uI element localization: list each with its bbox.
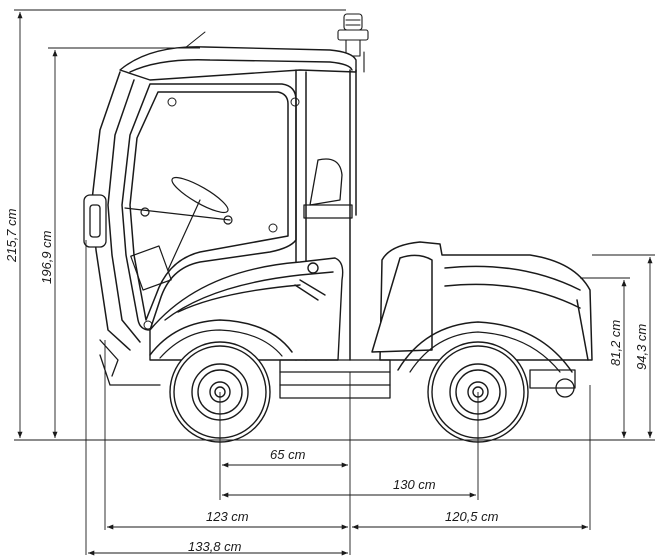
rear-fender [397, 321, 573, 373]
rear-height-label: 94,3 cm [634, 324, 649, 370]
side-mirror [83, 194, 107, 248]
hood-height-label: 81,2 cm [608, 320, 623, 366]
beacon-light [337, 13, 369, 73]
overall-height-label: 215,7 cm [4, 208, 19, 263]
rear-length-label: 120,5 cm [445, 509, 499, 524]
front-overhang-label: 133,8 cm [188, 539, 242, 554]
chassis [99, 339, 576, 399]
front-fender [149, 319, 293, 356]
cab-roof [119, 46, 357, 81]
tractor-illustration [83, 13, 593, 443]
wheelbase-label: 130 cm [393, 477, 436, 492]
cab-height-label: 196,9 cm [39, 230, 54, 284]
front-axle-label: 65 cm [270, 447, 306, 462]
seat [303, 158, 353, 219]
dimension-lines [14, 9, 655, 556]
cab-bolts [143, 97, 300, 330]
rear-hood [371, 241, 593, 361]
cab-body [149, 257, 344, 361]
steering-wheel [124, 176, 233, 291]
dimension-labels: 215,7 cm 196,9 cm 81,2 cm 94,3 cm 65 cm … [4, 208, 649, 554]
front-length-label: 123 cm [206, 509, 249, 524]
